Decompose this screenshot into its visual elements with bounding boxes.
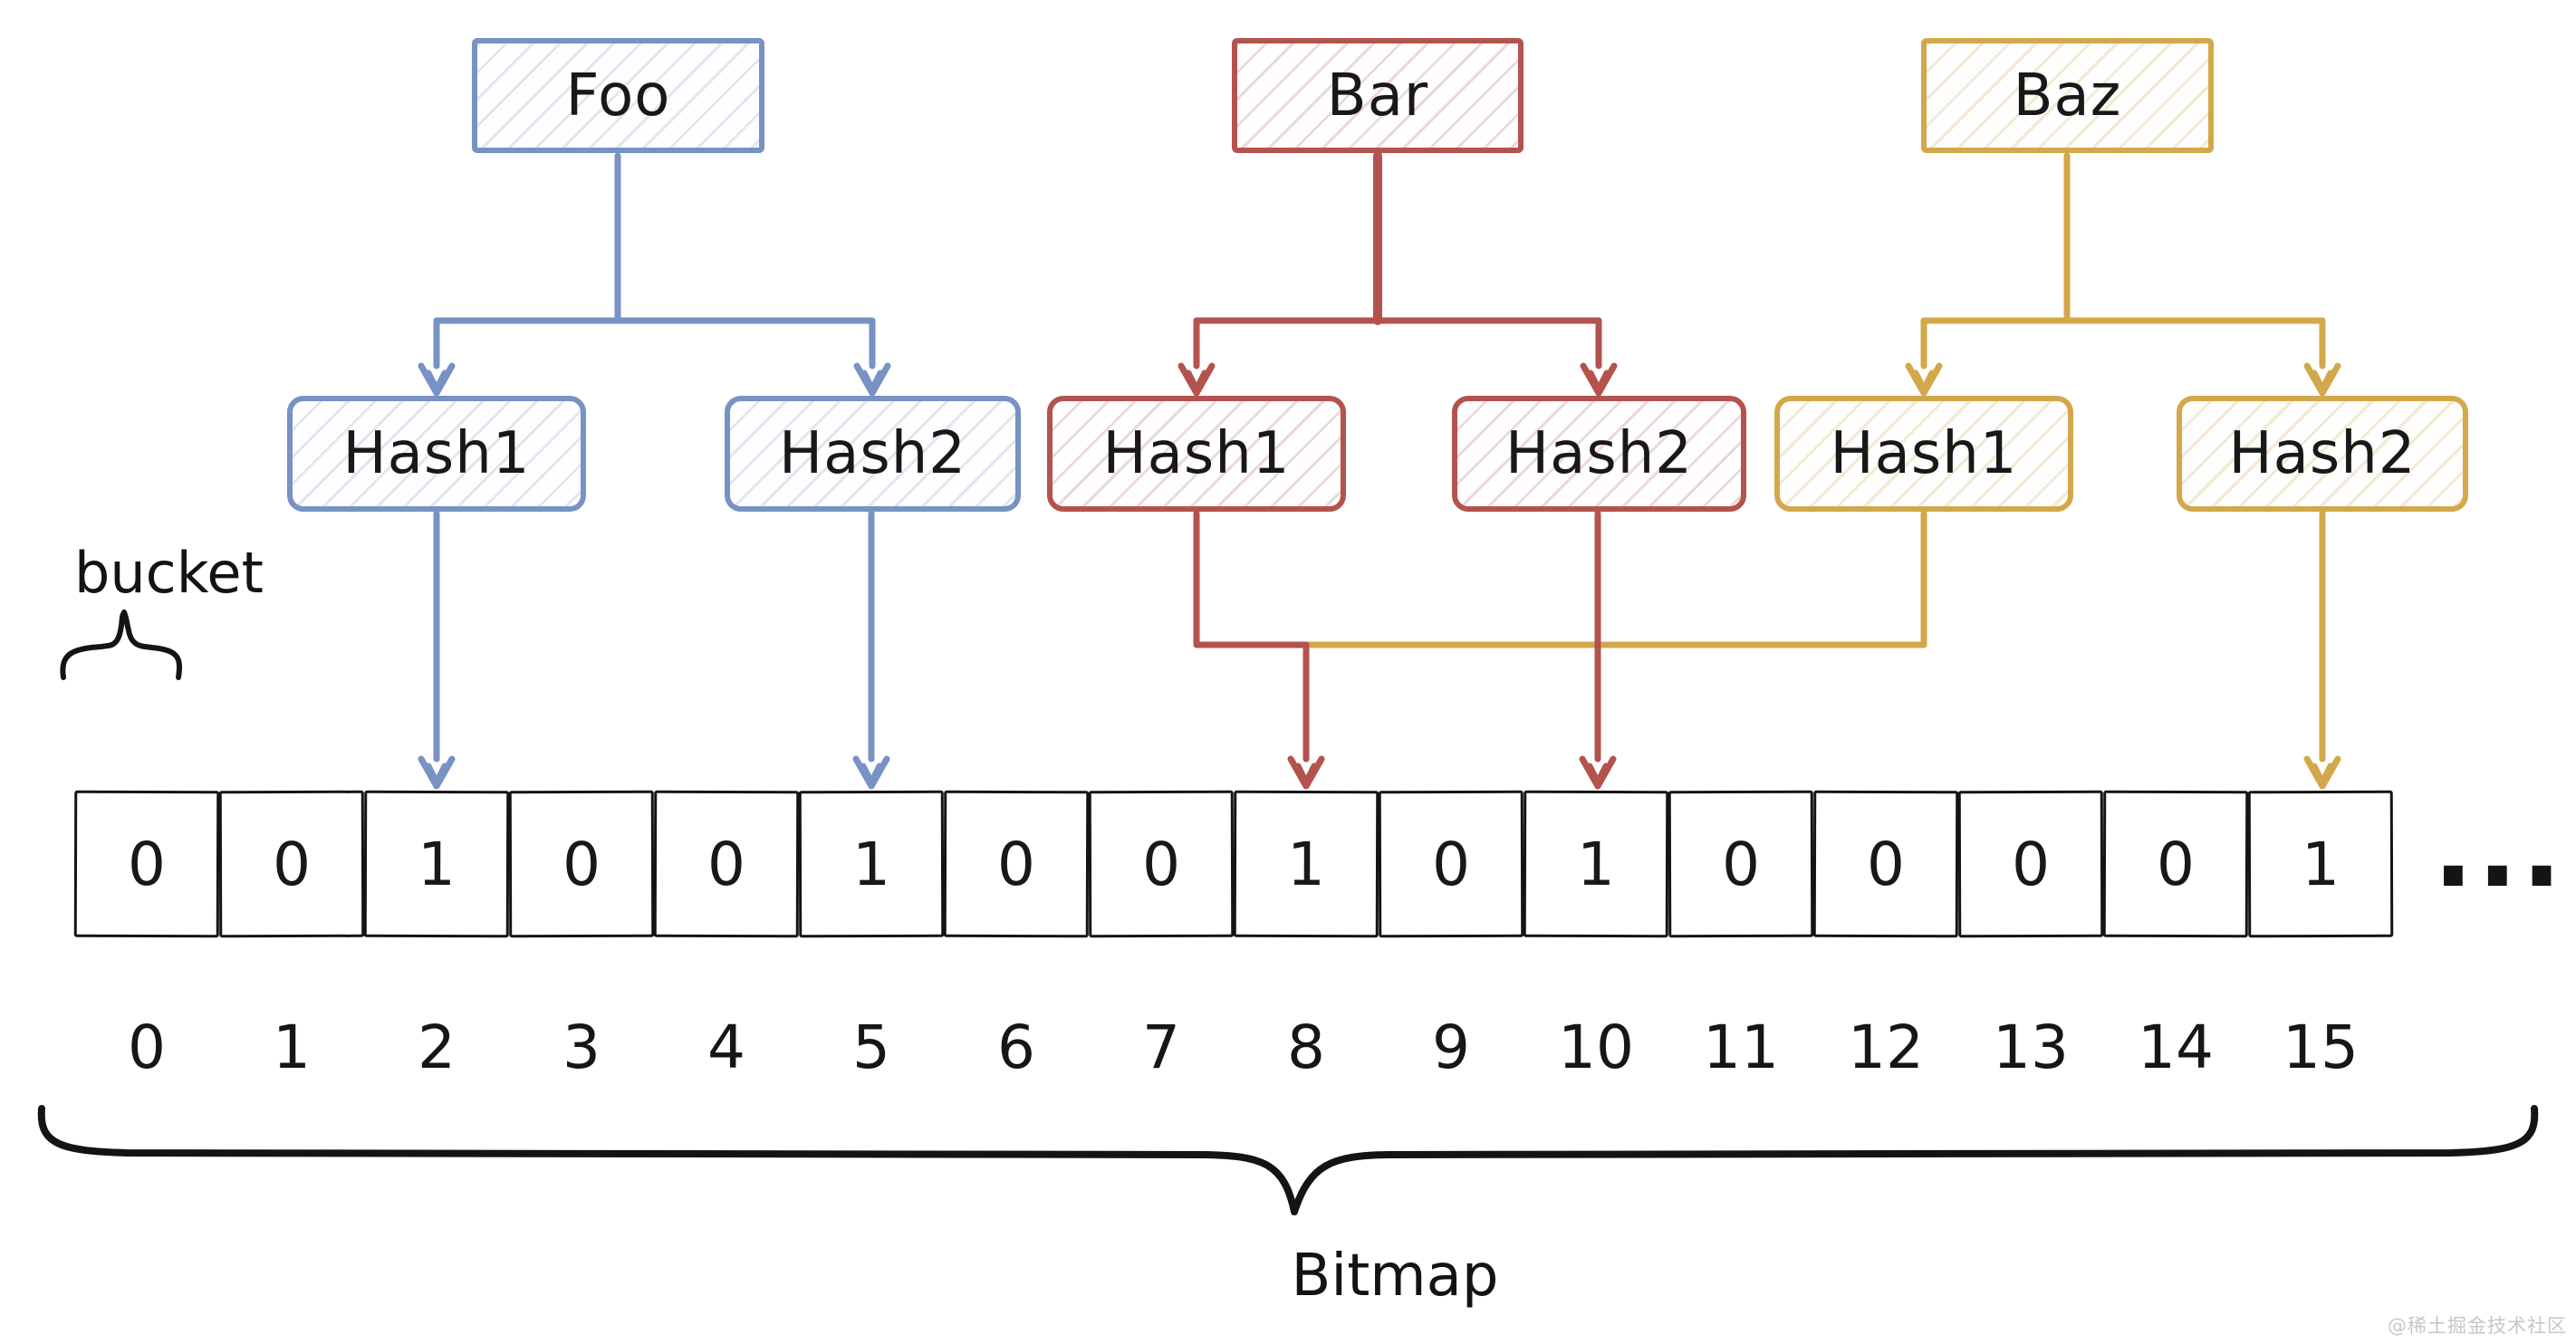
bit-index-15: 15 [2283, 1013, 2359, 1082]
bitmap-cell-3: 0 [508, 790, 655, 938]
bucket-brace [60, 610, 182, 680]
entity-box-foo: Foo [472, 38, 764, 153]
bit-index-11: 11 [1703, 1013, 1779, 1082]
bitmap-cell-6: 0 [943, 790, 1090, 938]
hash-box-bar-hash2: Hash2 [1452, 396, 1746, 512]
bitmap-cell-7: 0 [1088, 790, 1235, 938]
bit-index-5: 5 [852, 1013, 890, 1082]
bit-value: 0 [1431, 829, 1471, 899]
bit-index-9: 9 [1432, 1013, 1470, 1082]
bit-index-12: 12 [1848, 1013, 1924, 1082]
hash-label-bar-hash2: Hash2 [1505, 420, 1693, 487]
entity-box-bar: Bar [1232, 38, 1523, 153]
bitmap-cell-1: 0 [218, 790, 365, 938]
hash-label-baz-hash1: Hash1 [1830, 420, 2018, 487]
bit-value: 1 [2301, 829, 2341, 899]
bit-value: 0 [2156, 829, 2196, 899]
arrowhead-down-icon [1287, 755, 1325, 790]
hash-label-bar-hash1: Hash1 [1102, 420, 1291, 487]
bit-value: 0 [272, 829, 312, 899]
bit-index-2: 2 [418, 1013, 456, 1082]
entity-box-baz: Baz [1921, 38, 2214, 153]
bitmap-cell-8: 1 [1233, 790, 1379, 938]
bar-hash1-to-bit8 [1193, 510, 1310, 763]
hash-box-foo-hash1: Hash1 [287, 396, 586, 512]
bit-value: 0 [127, 829, 167, 899]
bit-value: 0 [562, 829, 601, 899]
arrowhead-down-icon [418, 755, 456, 790]
bit-value: 1 [851, 829, 891, 899]
arrowhead-down-icon [1579, 755, 1617, 790]
hash-label-foo-hash2: Hash2 [779, 420, 966, 487]
bit-index-14: 14 [2138, 1013, 2214, 1082]
entity-label-foo: Foo [565, 62, 671, 130]
bitmap-index-row: 0 1 2 3 4 5 6 7 8 9 10 11 12 13 14 15 [74, 1013, 2393, 1082]
bitmap-cell-4: 0 [653, 790, 800, 938]
bit-index-13: 13 [1993, 1013, 2069, 1082]
bitmap-cell-5: 1 [798, 790, 945, 938]
bit-index-1: 1 [273, 1013, 311, 1082]
bitmap-cell-11: 0 [1668, 790, 1814, 938]
bitmap-cell-13: 0 [1957, 790, 2104, 938]
bit-index-4: 4 [707, 1013, 745, 1082]
bitmap-cell-0: 0 [73, 790, 220, 938]
bit-index-7: 7 [1142, 1013, 1180, 1082]
arrowhead-down-icon [2303, 362, 2341, 397]
arrowhead-down-icon [1580, 362, 1618, 397]
bit-value: 1 [1576, 829, 1616, 899]
bit-index-6: 6 [997, 1013, 1035, 1082]
bit-index-10: 10 [1558, 1013, 1634, 1082]
arrowhead-down-icon [852, 755, 890, 790]
hash-box-baz-hash2: Hash2 [2177, 396, 2468, 512]
hash-label-baz-hash2: Hash2 [2228, 420, 2417, 487]
bitmap-cell-2: 1 [363, 790, 510, 938]
hash-box-bar-hash1: Hash1 [1047, 396, 1346, 512]
bitmap-cell-15: 1 [2247, 790, 2394, 938]
bitmap-row: 0 0 1 0 0 1 0 0 1 0 1 0 0 0 0 1 [73, 790, 2394, 938]
bitmap-cell-14: 0 [2102, 790, 2249, 938]
bit-index-3: 3 [562, 1013, 601, 1082]
entity-label-baz: Baz [2013, 62, 2122, 130]
baz-hash1-to-bit8 [1302, 510, 1927, 763]
bit-value: 1 [1286, 829, 1326, 899]
entity-label-bar: Bar [1326, 62, 1429, 130]
bitmap-cell-9: 0 [1378, 790, 1524, 938]
hash-box-foo-hash2: Hash2 [725, 396, 1021, 512]
hash-label-foo-hash1: Hash1 [342, 420, 531, 487]
bit-value: 0 [2011, 829, 2051, 899]
bitmap-cell-12: 0 [1812, 790, 1959, 938]
bit-index-8: 8 [1287, 1013, 1325, 1082]
arrowhead-down-icon [418, 362, 456, 397]
arrowhead-down-icon [1287, 755, 1325, 790]
arrowhead-down-icon [2303, 755, 2341, 790]
bit-value: 0 [1141, 829, 1181, 899]
bit-value: 0 [996, 829, 1036, 899]
bitmap-ellipsis: ... [2433, 786, 2566, 911]
bit-index-0: 0 [128, 1013, 166, 1082]
bitmap-brace [37, 1105, 2539, 1215]
bit-value: 0 [1721, 829, 1761, 899]
watermark-text: @稀土掘金技术社区 [2388, 1315, 2567, 1337]
bitmap-label: Bitmap [1291, 1243, 1499, 1310]
bit-value: 0 [706, 829, 746, 899]
arrowhead-down-icon [853, 362, 891, 397]
arrowhead-down-icon [1177, 362, 1216, 397]
bit-value: 1 [417, 829, 457, 899]
arrowhead-down-icon [1905, 362, 1943, 397]
bitmap-cell-10: 1 [1523, 790, 1669, 938]
hash-box-baz-hash1: Hash1 [1774, 396, 2073, 512]
bit-value: 0 [1866, 829, 1906, 899]
bucket-label: bucket [74, 540, 264, 606]
